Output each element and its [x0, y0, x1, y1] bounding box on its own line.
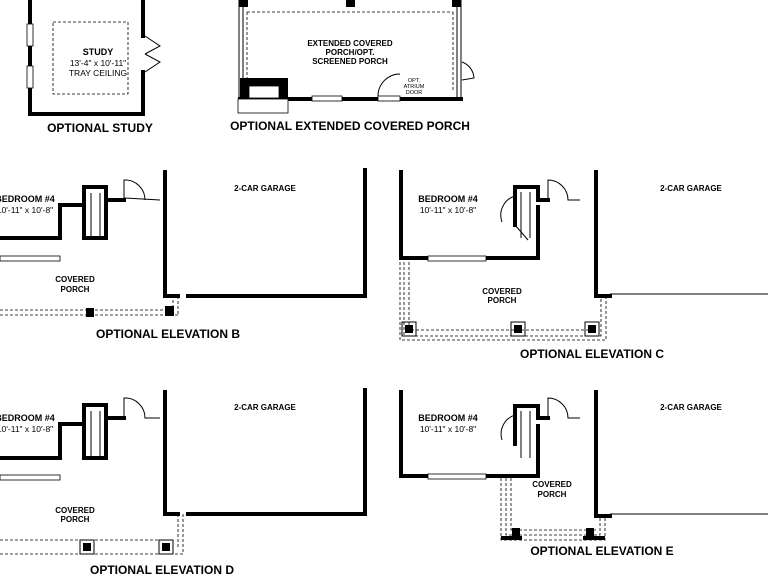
elev-e-bedroom-dims: 10'-11" x 10'-8": [420, 424, 476, 434]
elev-e-window: [427, 473, 487, 480]
elevation-e-plan: BEDROOM #4 10'-11" x 10'-8" 2-CAR GARAGE…: [399, 390, 768, 558]
elev-e-bedroom-name: BEDROOM #4: [418, 413, 478, 423]
elevation-c-plan: BEDROOM #4 10'-11" x 10'-8" 2-CAR GARAGE…: [399, 170, 768, 361]
elev-c-porch-line2: PORCH: [488, 296, 517, 305]
study-room-name: STUDY: [83, 47, 114, 57]
elev-d-post-right-frame: [158, 539, 174, 555]
elev-c-caption: OPTIONAL ELEVATION C: [520, 347, 664, 361]
study-ceiling-note: TRAY CEILING: [69, 68, 127, 78]
atrium-door-label-2: ATRIUM: [404, 84, 425, 90]
study-window-bottom: [26, 65, 34, 89]
porch-post-right: [452, 0, 461, 7]
porch-post-center: [346, 0, 355, 7]
elev-d-post-center-frame: [79, 539, 95, 555]
optional-study-plan: STUDY 13'-4" x 10'-11" TRAY CEILING OPTI…: [26, 0, 161, 135]
elev-b-porch-line1: COVERED: [55, 275, 95, 284]
atrium-door-label-3: DOOR: [406, 90, 423, 96]
atrium-door-opening: [377, 95, 401, 102]
elev-c-porch-line1: COVERED: [482, 287, 522, 296]
porch-screen-door: [461, 61, 475, 81]
elev-e-porch-line2: PORCH: [538, 490, 567, 499]
elevation-d-plan: BEDROOM #4 10'-11" x 10'-8" 2-CAR GARAGE…: [0, 388, 367, 576]
study-french-door-top: [144, 35, 161, 55]
elev-d-porch-line1: COVERED: [55, 506, 95, 515]
elev-b-garage: 2-CAR GARAGE: [234, 184, 296, 193]
elev-c-post-center-frame: [510, 321, 526, 337]
elev-c-post-center: [514, 325, 522, 333]
elev-b-caption: OPTIONAL ELEVATION B: [96, 327, 240, 341]
elev-d-window: [0, 474, 61, 481]
elev-b-bedroom-name: BEDROOM #4: [0, 194, 55, 204]
elev-e-post-left: [512, 528, 520, 536]
porch-post-left: [239, 0, 248, 7]
optional-extended-porch-plan: EXTENDED COVERED PORCH/OPT. SCREENED POR…: [230, 0, 475, 133]
elev-c-bedroom-dims: 10'-11" x 10'-8": [420, 205, 476, 215]
optional-porch-caption: OPTIONAL EXTENDED COVERED PORCH: [230, 119, 470, 133]
elev-e-garage: 2-CAR GARAGE: [660, 403, 722, 412]
elev-c-window: [427, 255, 487, 262]
elev-c-post-right-frame: [584, 321, 600, 337]
study-window-top: [26, 23, 34, 47]
elev-d-bedroom-name: BEDROOM #4: [0, 413, 55, 423]
porch-room-line2: PORCH/OPT.: [326, 48, 375, 57]
atrium-door-swing: [377, 73, 401, 97]
elev-c-post-left-frame: [401, 321, 417, 337]
study-french-door-bottom: [144, 53, 161, 73]
fireplace-hearth-slab: [237, 98, 289, 114]
study-dimensions: 13'-4" x 10'-11": [70, 58, 126, 68]
atrium-door-label-1: OPT.: [408, 78, 421, 84]
elev-e-porch-line1: COVERED: [532, 480, 572, 489]
elev-b-window: [0, 255, 61, 262]
fireplace-hearth: [248, 85, 280, 99]
elev-c-bedroom-name: BEDROOM #4: [418, 194, 478, 204]
elev-c-post-left: [405, 325, 413, 333]
elevation-b-plan: BEDROOM #4 10'-11" x 10'-8" 2-CAR GARAGE…: [0, 168, 367, 341]
elev-b-porch-line2: PORCH: [61, 285, 90, 294]
optional-study-caption: OPTIONAL STUDY: [47, 121, 153, 135]
elev-d-bedroom-dims: 10'-11" x 10'-8": [0, 424, 53, 434]
study-tray-ceiling-outline: [52, 21, 129, 95]
elev-b-post: [86, 308, 94, 317]
porch-room-line3: SCREENED PORCH: [312, 57, 388, 66]
elev-d-garage: 2-CAR GARAGE: [234, 403, 296, 412]
elev-d-caption: OPTIONAL ELEVATION D: [90, 563, 234, 576]
porch-window: [311, 95, 343, 102]
elev-b-bedroom-dims: 10'-11" x 10'-8": [0, 205, 53, 215]
elev-e-post-right: [586, 528, 594, 536]
elev-d-porch-line2: PORCH: [61, 515, 90, 524]
elev-d-post-center: [83, 543, 91, 551]
elev-d-post-right: [162, 543, 170, 551]
elev-c-garage: 2-CAR GARAGE: [660, 184, 722, 193]
elev-b-corner-post: [165, 306, 174, 316]
elev-e-caption: OPTIONAL ELEVATION E: [530, 544, 673, 558]
porch-room-line1: EXTENDED COVERED: [307, 39, 393, 48]
elev-c-post-right: [588, 325, 596, 333]
